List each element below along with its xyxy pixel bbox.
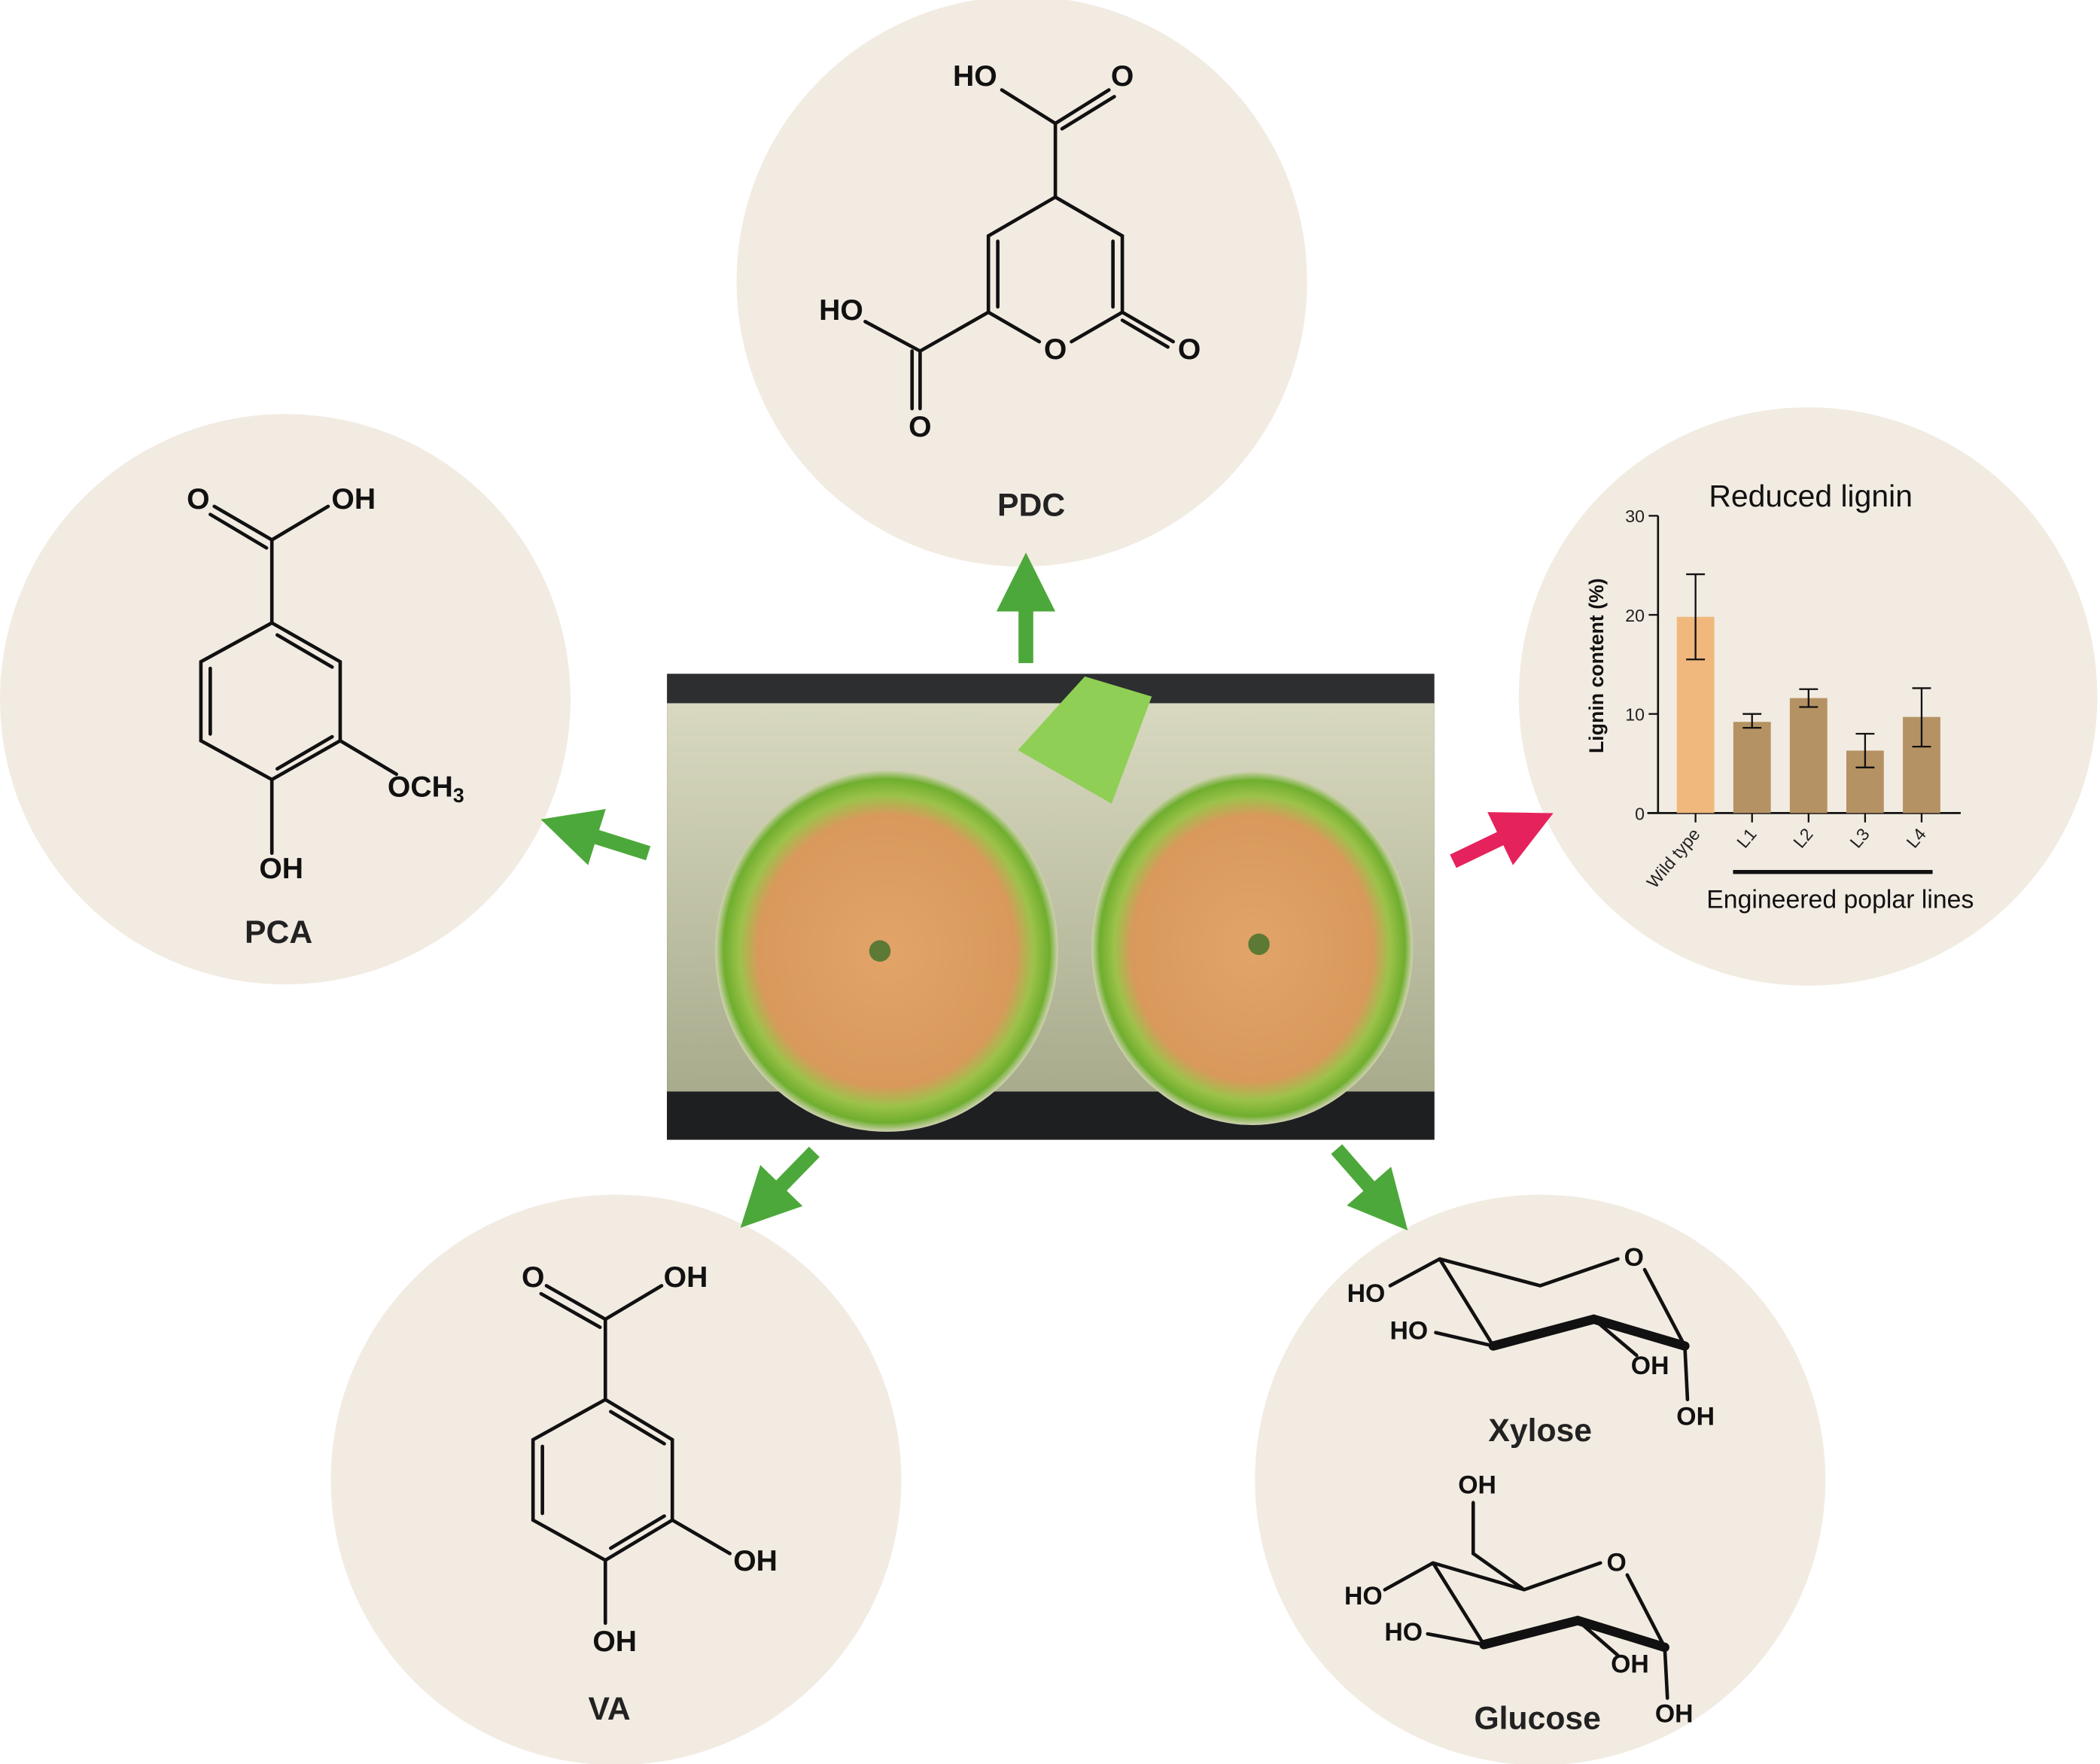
- atom: O: [1111, 60, 1134, 93]
- atom: O: [187, 483, 209, 516]
- atom: O: [908, 411, 931, 443]
- arrow-to-va: [740, 1146, 820, 1228]
- pca-label: PCA: [245, 914, 312, 950]
- y-tick-label: 30: [1625, 506, 1645, 526]
- atom: OH: [1611, 1650, 1649, 1679]
- atom: O: [1607, 1548, 1627, 1577]
- va-label: VA: [589, 1691, 631, 1727]
- error-bar: [1686, 573, 1706, 661]
- x-axis-label: Engineered poplar lines: [1706, 886, 1974, 914]
- och3-text: OCH: [388, 771, 453, 804]
- atom: OCH3: [388, 771, 464, 807]
- atom: HO: [1384, 1618, 1423, 1647]
- lignin-chart: Reduced lignin Lignin content (%) 0 10 20 3…: [1585, 479, 1974, 914]
- atom: HO: [1390, 1317, 1429, 1346]
- atom: OH: [1655, 1700, 1694, 1729]
- y-tick-label: 0: [1635, 804, 1645, 823]
- va-circle: [330, 1194, 902, 1764]
- pca-circle: [0, 414, 571, 985]
- atom: O: [1044, 333, 1067, 366]
- atom: OH: [1676, 1403, 1715, 1431]
- error-bar: [1855, 732, 1875, 768]
- bar-l1: [1733, 722, 1771, 814]
- arrow-to-pca: [540, 808, 651, 865]
- atom: O: [522, 1261, 544, 1294]
- error-bar: [1912, 687, 1931, 748]
- atom: HO: [1347, 1279, 1386, 1308]
- sugars-circle: [1255, 1194, 1826, 1764]
- atom: OH: [1631, 1352, 1669, 1380]
- atom: O: [1624, 1243, 1644, 1272]
- atom: OH: [592, 1626, 637, 1658]
- bar-l2: [1789, 698, 1828, 814]
- chart-title: Reduced lignin: [1709, 479, 1913, 513]
- atom: OH: [733, 1545, 778, 1577]
- atom: HO: [819, 294, 863, 327]
- error-bar: [1799, 688, 1818, 708]
- xylose-label: Xylose: [1488, 1413, 1592, 1449]
- glucose-structure: O OH HO HO OH OH Glucose: [1344, 1471, 1694, 1736]
- pca-structure: O OH OCH3 OH PCA: [187, 483, 464, 950]
- poplar-stem-photo: [667, 674, 1435, 1140]
- error-bar: [1742, 713, 1762, 729]
- xylose-structure: O HO HO OH OH Xylose: [1347, 1243, 1715, 1449]
- y-tick-label: 20: [1625, 606, 1645, 625]
- glucose-label: Glucose: [1474, 1700, 1600, 1736]
- pdc-label: PDC: [997, 487, 1065, 523]
- pdc-structure: HO O HO O O O PDC: [819, 60, 1201, 523]
- atom: OH: [664, 1261, 708, 1294]
- atom: OH: [259, 853, 303, 885]
- arrow-to-sugars: [1331, 1144, 1408, 1230]
- arrow-to-chart: [1450, 812, 1554, 868]
- atom: OH: [331, 483, 376, 516]
- och3-subscript: 3: [453, 784, 464, 807]
- atom: O: [1178, 333, 1201, 366]
- y-axis-label: Lignin content (%): [1585, 578, 1608, 753]
- atom: HO: [953, 60, 997, 93]
- pdc-circle: [736, 0, 1307, 567]
- atom: OH: [1458, 1471, 1496, 1499]
- y-tick-label: 10: [1625, 705, 1645, 725]
- va-structure: O OH OH OH VA: [522, 1261, 778, 1727]
- atom: HO: [1344, 1582, 1383, 1610]
